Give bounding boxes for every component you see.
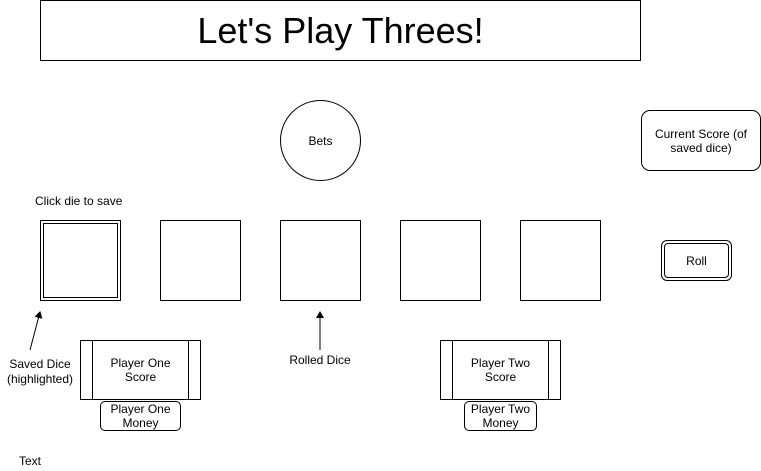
- page-title: Let's Play Threes!: [40, 0, 641, 61]
- saved-dice-caption: Saved Dice (highlighted): [6, 357, 74, 386]
- saved-dice-arrow: [29, 311, 43, 351]
- player-two-score-label: Player Two Score: [470, 356, 531, 384]
- die-1-saved[interactable]: [40, 220, 121, 301]
- die-3[interactable]: [280, 220, 361, 301]
- current-score-box: Current Score (of saved dice): [641, 110, 761, 171]
- die-4[interactable]: [400, 220, 481, 301]
- save-hint-label: Click die to save: [35, 194, 123, 208]
- bets-circle[interactable]: Bets: [280, 100, 361, 181]
- player-two-money-label: Player Two Money: [470, 402, 531, 430]
- die-2[interactable]: [160, 220, 241, 301]
- player-two-score-box: Player Two Score: [440, 340, 561, 400]
- roll-button[interactable]: Roll: [661, 240, 732, 281]
- player-one-score-box: Player One Score: [80, 340, 201, 400]
- rolled-dice-caption: Rolled Dice: [289, 353, 351, 367]
- footer-text: Text: [19, 454, 42, 468]
- player-two-money-box: Player Two Money: [464, 401, 537, 431]
- player-one-money-label: Player One Money: [110, 402, 171, 430]
- player-one-score-label: Player One Score: [110, 356, 171, 384]
- player-one-money-box: Player One Money: [100, 401, 181, 431]
- die-5[interactable]: [520, 220, 601, 301]
